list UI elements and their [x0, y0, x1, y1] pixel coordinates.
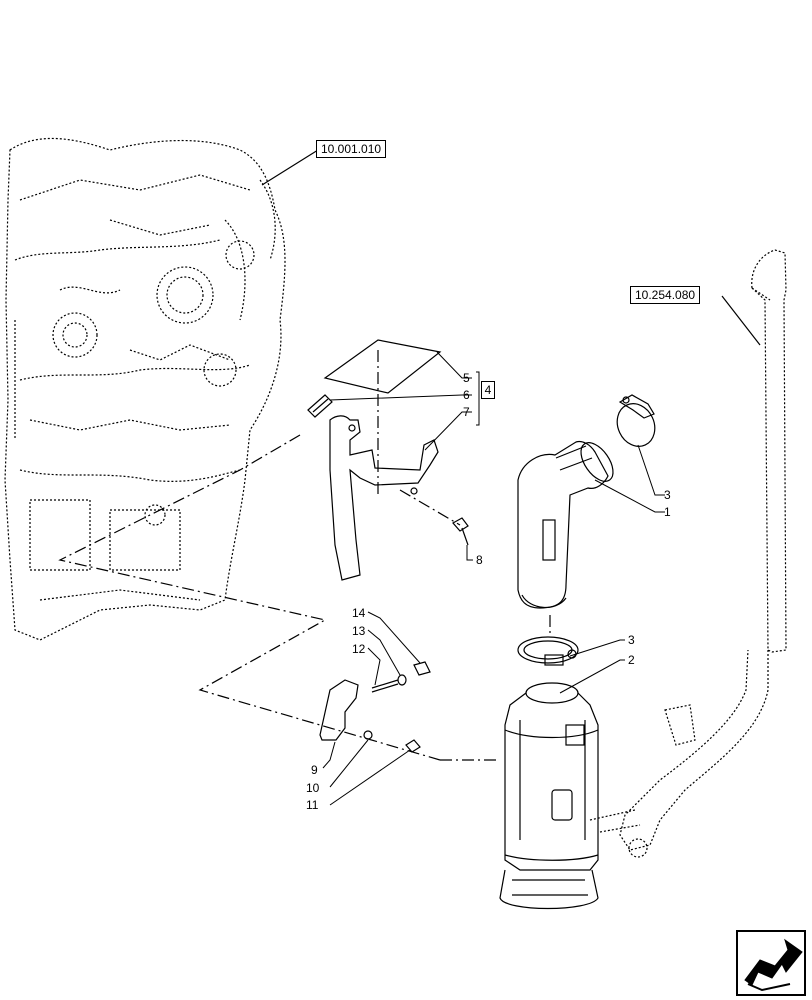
callout-13: 13 — [352, 624, 366, 638]
callout-12: 12 — [352, 642, 366, 656]
heat-shield-plate — [323, 339, 442, 394]
clamp-lower — [517, 636, 579, 666]
lower-bracket — [319, 679, 359, 741]
callout-3-upper: 3 — [664, 488, 671, 502]
engine-ref-leader — [261, 149, 319, 186]
mounting-bracket — [329, 415, 439, 581]
next-page-arrow-icon[interactable] — [736, 930, 806, 996]
callout-14: 14 — [352, 606, 366, 620]
small-hardware — [363, 661, 431, 753]
bolt-8 — [452, 517, 469, 546]
exhaust-reference-label[interactable]: 10.254.080 — [630, 286, 701, 304]
callout-4-kit: 4 — [481, 381, 495, 399]
callout-7: 7 — [463, 405, 470, 419]
clamp-upper — [616, 394, 656, 447]
tail-pipe-drawing — [589, 249, 787, 858]
assembly-lines — [58, 350, 551, 761]
callout-2: 2 — [628, 653, 635, 667]
exhaust-elbow-pipe — [517, 440, 614, 609]
callout-3-lower: 3 — [628, 633, 635, 647]
engine-block-drawing — [4, 137, 286, 641]
callout-9: 9 — [311, 763, 318, 777]
callout-8: 8 — [476, 553, 483, 567]
callout-1: 1 — [664, 505, 671, 519]
callout-11: 11 — [306, 798, 319, 812]
callout-6: 6 — [463, 388, 470, 402]
engine-reference-label[interactable]: 10.001.010 — [316, 140, 387, 158]
diesel-particulate-filter — [499, 682, 599, 910]
sleeve-part — [307, 394, 333, 418]
callout-5: 5 — [463, 371, 470, 385]
exhaust-ref-leader — [721, 295, 761, 346]
callout-leaders — [322, 351, 665, 806]
callout-10: 10 — [306, 781, 320, 795]
